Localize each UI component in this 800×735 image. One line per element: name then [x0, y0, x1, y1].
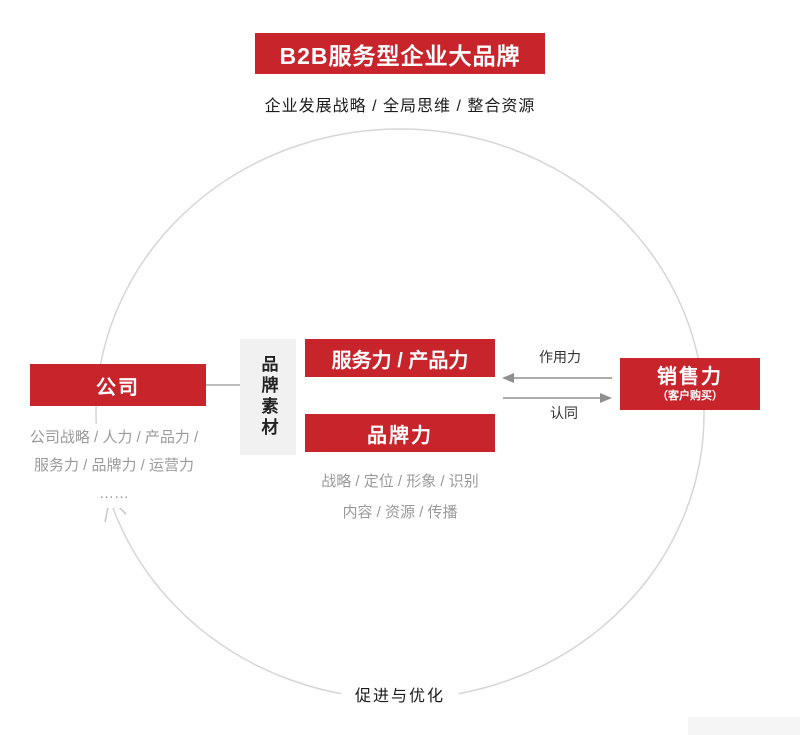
brand-power-details: 战略 / 定位 / 形象 / 识别 内容 / 资源 / 传播 — [270, 466, 530, 528]
company-detail-line: 服务力 / 品牌力 / 运营力 — [33, 457, 194, 474]
force-arrowhead-icon — [502, 373, 514, 383]
brand-material-node: 品牌素材 — [240, 339, 296, 455]
force-arrow-label: 作用力 — [539, 349, 581, 365]
sales-node-label: 销售力 — [657, 365, 723, 388]
diagram-title-banner: B2B服务型企业大品牌 — [255, 33, 545, 74]
service-product-label: 服务力 / 产品力 — [331, 349, 469, 372]
watermark-block — [688, 717, 800, 735]
sales-node: 销售力 （客户购买） — [620, 358, 760, 410]
brand-detail-line: 内容 / 资源 / 传播 — [342, 504, 458, 521]
company-node: 公司 — [30, 364, 206, 406]
cycle-bottom-label: 促进与优化 — [340, 680, 460, 708]
brand-power-node: 品牌力 — [305, 414, 495, 452]
recognition-arrowhead-icon — [600, 393, 612, 403]
recognition-arrow-label: 认同 — [550, 405, 578, 421]
brand-power-label: 品牌力 — [367, 424, 433, 447]
sales-node-sublabel: （客户购买） — [657, 389, 723, 402]
company-node-label: 公司 — [96, 376, 140, 399]
brand-material-label: 品牌素材 — [258, 355, 278, 439]
diagram-subtitle: 企业发展战略 / 全局思维 / 整合资源 — [264, 98, 536, 115]
company-details: 公司战略 / 人力 / 产品力 / 服务力 / 品牌力 / 运营力 …… — [14, 424, 214, 508]
diagram-title: B2B服务型企业大品牌 — [279, 42, 521, 69]
company-detail-line: …… — [99, 485, 129, 502]
brand-detail-line: 战略 / 定位 / 形象 / 识别 — [321, 473, 479, 490]
service-product-node: 服务力 / 产品力 — [305, 339, 495, 377]
company-detail-line: 公司战略 / 人力 / 产品力 / — [29, 429, 199, 446]
